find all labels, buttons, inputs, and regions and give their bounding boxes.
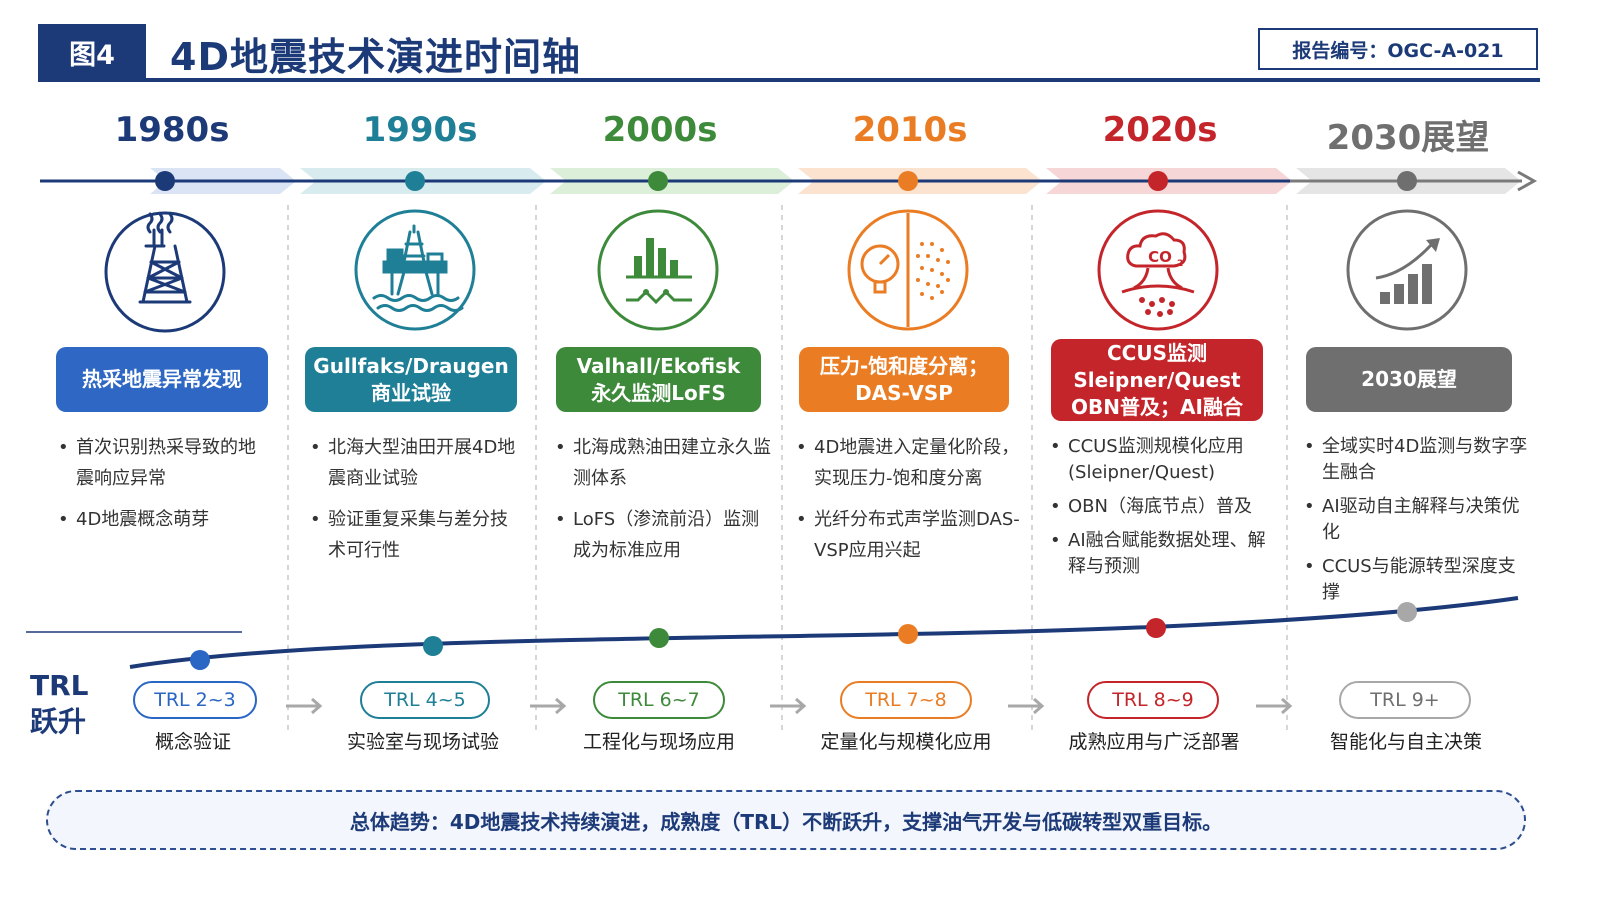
era-card-line: CCUS监测 <box>1107 340 1207 365</box>
trl-pill-1990s: TRL 4~5 <box>360 681 490 719</box>
growth-chart-icon <box>1346 209 1468 331</box>
era-year-2030: 2030展望 <box>1326 118 1490 158</box>
bullet-item: 验证重复采集与差分技术可行性 <box>310 504 516 566</box>
bullet-item: CCUS与能源转型深度支撑 <box>1304 554 1530 606</box>
era-bullets-2010s: 4D地震进入定量化阶段，实现压力-饱和度分离 光纤分布式声学监测DAS-VSP应… <box>796 432 1022 576</box>
era-card-2000s: Valhall/Ekofisk 永久监测LoFS <box>556 347 761 412</box>
timeline-dot-2020s <box>1148 171 1168 191</box>
era-bullets-1980s: 首次识别热采导致的地震响应异常 4D地震概念萌芽 <box>58 432 264 545</box>
bullet-item: 北海大型油田开展4D地震商业试验 <box>310 432 516 494</box>
bullet-item: 4D地震进入定量化阶段，实现压力-饱和度分离 <box>796 432 1022 494</box>
trl-dot-1980s <box>190 650 210 670</box>
bullet-item: OBN（海底节点）普及 <box>1050 494 1274 520</box>
trl-desc-2030: 智能化与自主决策 <box>1329 731 1482 753</box>
era-card-line: OBN普及；AI融合 <box>1071 394 1243 419</box>
era-bullets-2000s: 北海成熟油田建立永久监测体系 LoFS（渗流前沿）监测成为标准应用 <box>555 432 773 576</box>
trl-pill-2010s: TRL 7~8 <box>840 681 972 719</box>
trl-pill-2000s: TRL 6~7 <box>593 681 725 719</box>
trl-dot-2010s <box>898 624 918 644</box>
timeline-dot-2010s <box>898 171 918 191</box>
era-year-2020s: 2020s <box>1102 110 1218 150</box>
co2-storage-icon: CO 2 <box>1097 209 1219 331</box>
trl-dot-2020s <box>1146 618 1166 638</box>
page-title: 4D地震技术演进时间轴 <box>170 35 581 79</box>
timeline-dot-2000s <box>648 171 668 191</box>
trl-desc-2000s: 工程化与现场应用 <box>582 731 735 753</box>
trl-pill-2020s: TRL 8~9 <box>1087 681 1219 719</box>
era-card-line: Gullfaks/Draugen <box>313 353 509 378</box>
bullet-item: LoFS（渗流前沿）监测成为标准应用 <box>555 504 773 566</box>
trl-axis-label: TRL 跃升 <box>30 668 89 740</box>
era-card-line: 2030展望 <box>1361 367 1457 391</box>
svg-text:CO: CO <box>1148 248 1172 266</box>
bullet-item: 北海成熟油田建立永久监测体系 <box>555 432 773 494</box>
report-number-box: 报告编号：OGC-A-021 <box>1258 28 1538 70</box>
trl-curve <box>129 596 1519 669</box>
bullet-item: CCUS监测规模化应用(Sleipner/Quest) <box>1050 434 1274 486</box>
column-dividers <box>287 205 1288 735</box>
era-card-2010s: 压力-饱和度分离； DAS-VSP <box>799 347 1009 412</box>
era-year-1980s: 1980s <box>114 110 230 150</box>
trl-dot-1990s <box>423 636 443 656</box>
bullet-item: 全域实时4D监测与数字孪生融合 <box>1304 434 1530 486</box>
bullet-item: 4D地震概念萌芽 <box>58 504 264 535</box>
era-card-line: 压力-饱和度分离； <box>819 353 989 378</box>
era-year-2000s: 2000s <box>602 110 718 150</box>
era-card-1990s: Gullfaks/Draugen 商业试验 <box>305 347 517 412</box>
era-card-line: Valhall/Ekofisk <box>576 353 741 378</box>
pressure-gauge-icon <box>847 209 969 331</box>
trl-axis-label-line: 跃升 <box>30 705 87 738</box>
era-year-1990s: 1990s <box>362 110 478 150</box>
era-card-2030: 2030展望 <box>1306 347 1512 412</box>
era-card-line: 永久监测LoFS <box>591 380 726 405</box>
trl-axis-label-line: TRL <box>30 669 89 702</box>
trl-desc-2010s: 定量化与规模化应用 <box>820 731 992 753</box>
trl-pill-2030: TRL 9+ <box>1339 681 1471 719</box>
offshore-platform-icon <box>354 209 476 331</box>
svg-text:2: 2 <box>1177 259 1183 269</box>
bullet-item: AI驱动自主解释与决策优化 <box>1304 494 1530 546</box>
trl-step-arrows <box>286 697 1293 715</box>
trl-dot-2000s <box>649 628 669 648</box>
timeline-dot-1990s <box>405 171 425 191</box>
summary-banner: 总体趋势：4D地震技术持续演进，成熟度（TRL）不断跃升，支撑油气开发与低碳转型… <box>46 790 1526 850</box>
figure-label-badge: 图4 <box>38 24 146 80</box>
timeline-arrowhead <box>1517 170 1538 192</box>
era-card-line: 热采地震异常发现 <box>82 367 242 391</box>
trl-pill-1980s: TRL 2~3 <box>133 681 257 719</box>
era-card-line: Sleipner/Quest <box>1073 367 1241 392</box>
trl-desc-1990s: 实验室与现场试验 <box>346 731 499 753</box>
bullet-item: 首次识别热采导致的地震响应异常 <box>58 432 264 494</box>
era-bullets-2030: 全域实时4D监测与数字孪生融合 AI驱动自主解释与决策优化 CCUS与能源转型深… <box>1304 434 1530 614</box>
era-bullets-2020s: CCUS监测规模化应用(Sleipner/Quest) OBN（海底节点）普及 … <box>1050 434 1274 588</box>
bullet-item: AI融合赋能数据处理、解释与预测 <box>1050 528 1274 580</box>
era-card-2020s: CCUS监测 Sleipner/Quest OBN普及；AI融合 <box>1051 339 1263 421</box>
era-card-line: DAS-VSP <box>855 380 953 405</box>
era-year-2010s: 2010s <box>852 110 968 150</box>
trl-desc-2020s: 成熟应用与广泛部署 <box>1068 731 1240 753</box>
timeline-dot-2030 <box>1397 171 1417 191</box>
oil-derrick-icon <box>104 211 226 333</box>
monitoring-chart-icon <box>597 209 719 331</box>
trl-dot-2030 <box>1397 602 1417 622</box>
era-card-line: 商业试验 <box>371 380 451 405</box>
header-rule <box>38 78 1540 82</box>
era-bullets-1990s: 北海大型油田开展4D地震商业试验 验证重复采集与差分技术可行性 <box>310 432 516 576</box>
bullet-item: 光纤分布式声学监测DAS-VSP应用兴起 <box>796 504 1022 566</box>
timeline-dot-1980s <box>155 171 175 191</box>
trl-desc-1980s: 概念验证 <box>154 731 231 753</box>
era-card-1980s: 热采地震异常发现 <box>56 347 268 412</box>
